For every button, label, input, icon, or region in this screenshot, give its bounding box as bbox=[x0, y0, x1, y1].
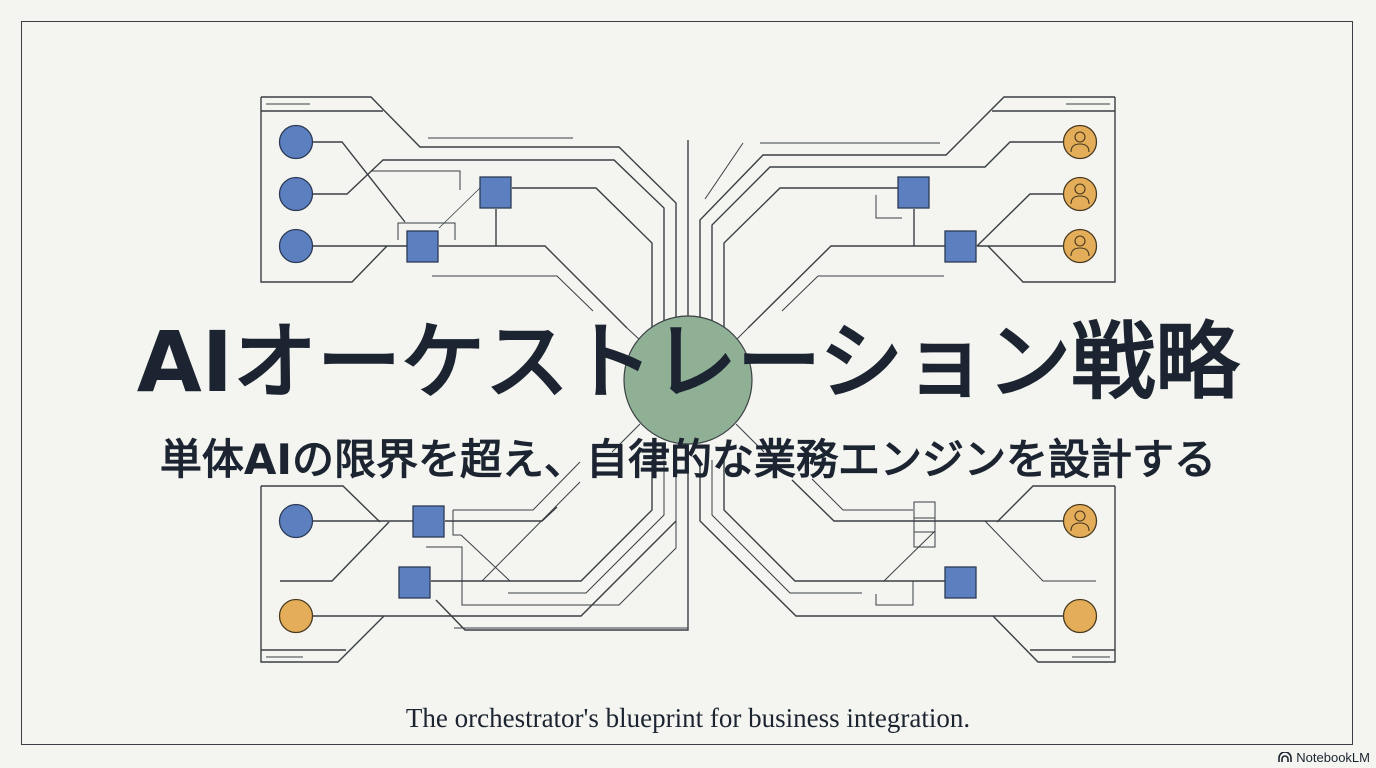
input-node-icon bbox=[278, 228, 314, 264]
processor-node-icon bbox=[944, 566, 977, 599]
center-bus bbox=[435, 140, 689, 631]
processor-node-icon bbox=[479, 176, 512, 209]
panel-bottom-right bbox=[699, 460, 1116, 663]
slide-tagline: The orchestrator's blueprint for busines… bbox=[405, 703, 971, 733]
user-node-icon bbox=[1062, 124, 1098, 160]
panel-top-right bbox=[699, 96, 1116, 340]
brand-watermark: NotebookLM bbox=[1278, 750, 1370, 765]
gold-node-icon bbox=[1062, 598, 1098, 634]
user-node-icon bbox=[1062, 228, 1098, 264]
processor-node-icon bbox=[944, 230, 977, 263]
slide-frame bbox=[21, 21, 1353, 745]
input-node-icon bbox=[278, 124, 314, 160]
slide-title: AIオーケストレーション戦略 bbox=[136, 313, 1240, 411]
input-node-icon bbox=[278, 503, 314, 539]
orchestrator-hub bbox=[623, 315, 753, 445]
user-node-icon bbox=[1062, 503, 1098, 539]
processor-node-icon bbox=[398, 566, 431, 599]
user-node-icon bbox=[1062, 176, 1098, 212]
processor-node-icon bbox=[412, 505, 445, 538]
slide-subtitle: 単体AIの限界を超え、自律的な業務エンジンを設計する bbox=[159, 435, 1217, 484]
panel-bottom-left bbox=[260, 460, 688, 663]
processor-node-icon bbox=[406, 230, 439, 263]
notebook-lm-logo-icon bbox=[1278, 752, 1293, 762]
gold-node-icon bbox=[278, 598, 314, 634]
brand-label: NotebookLM bbox=[1296, 750, 1370, 765]
processor-node-icon bbox=[897, 176, 930, 209]
panel-top-left bbox=[260, 96, 677, 340]
input-node-icon bbox=[278, 176, 314, 212]
